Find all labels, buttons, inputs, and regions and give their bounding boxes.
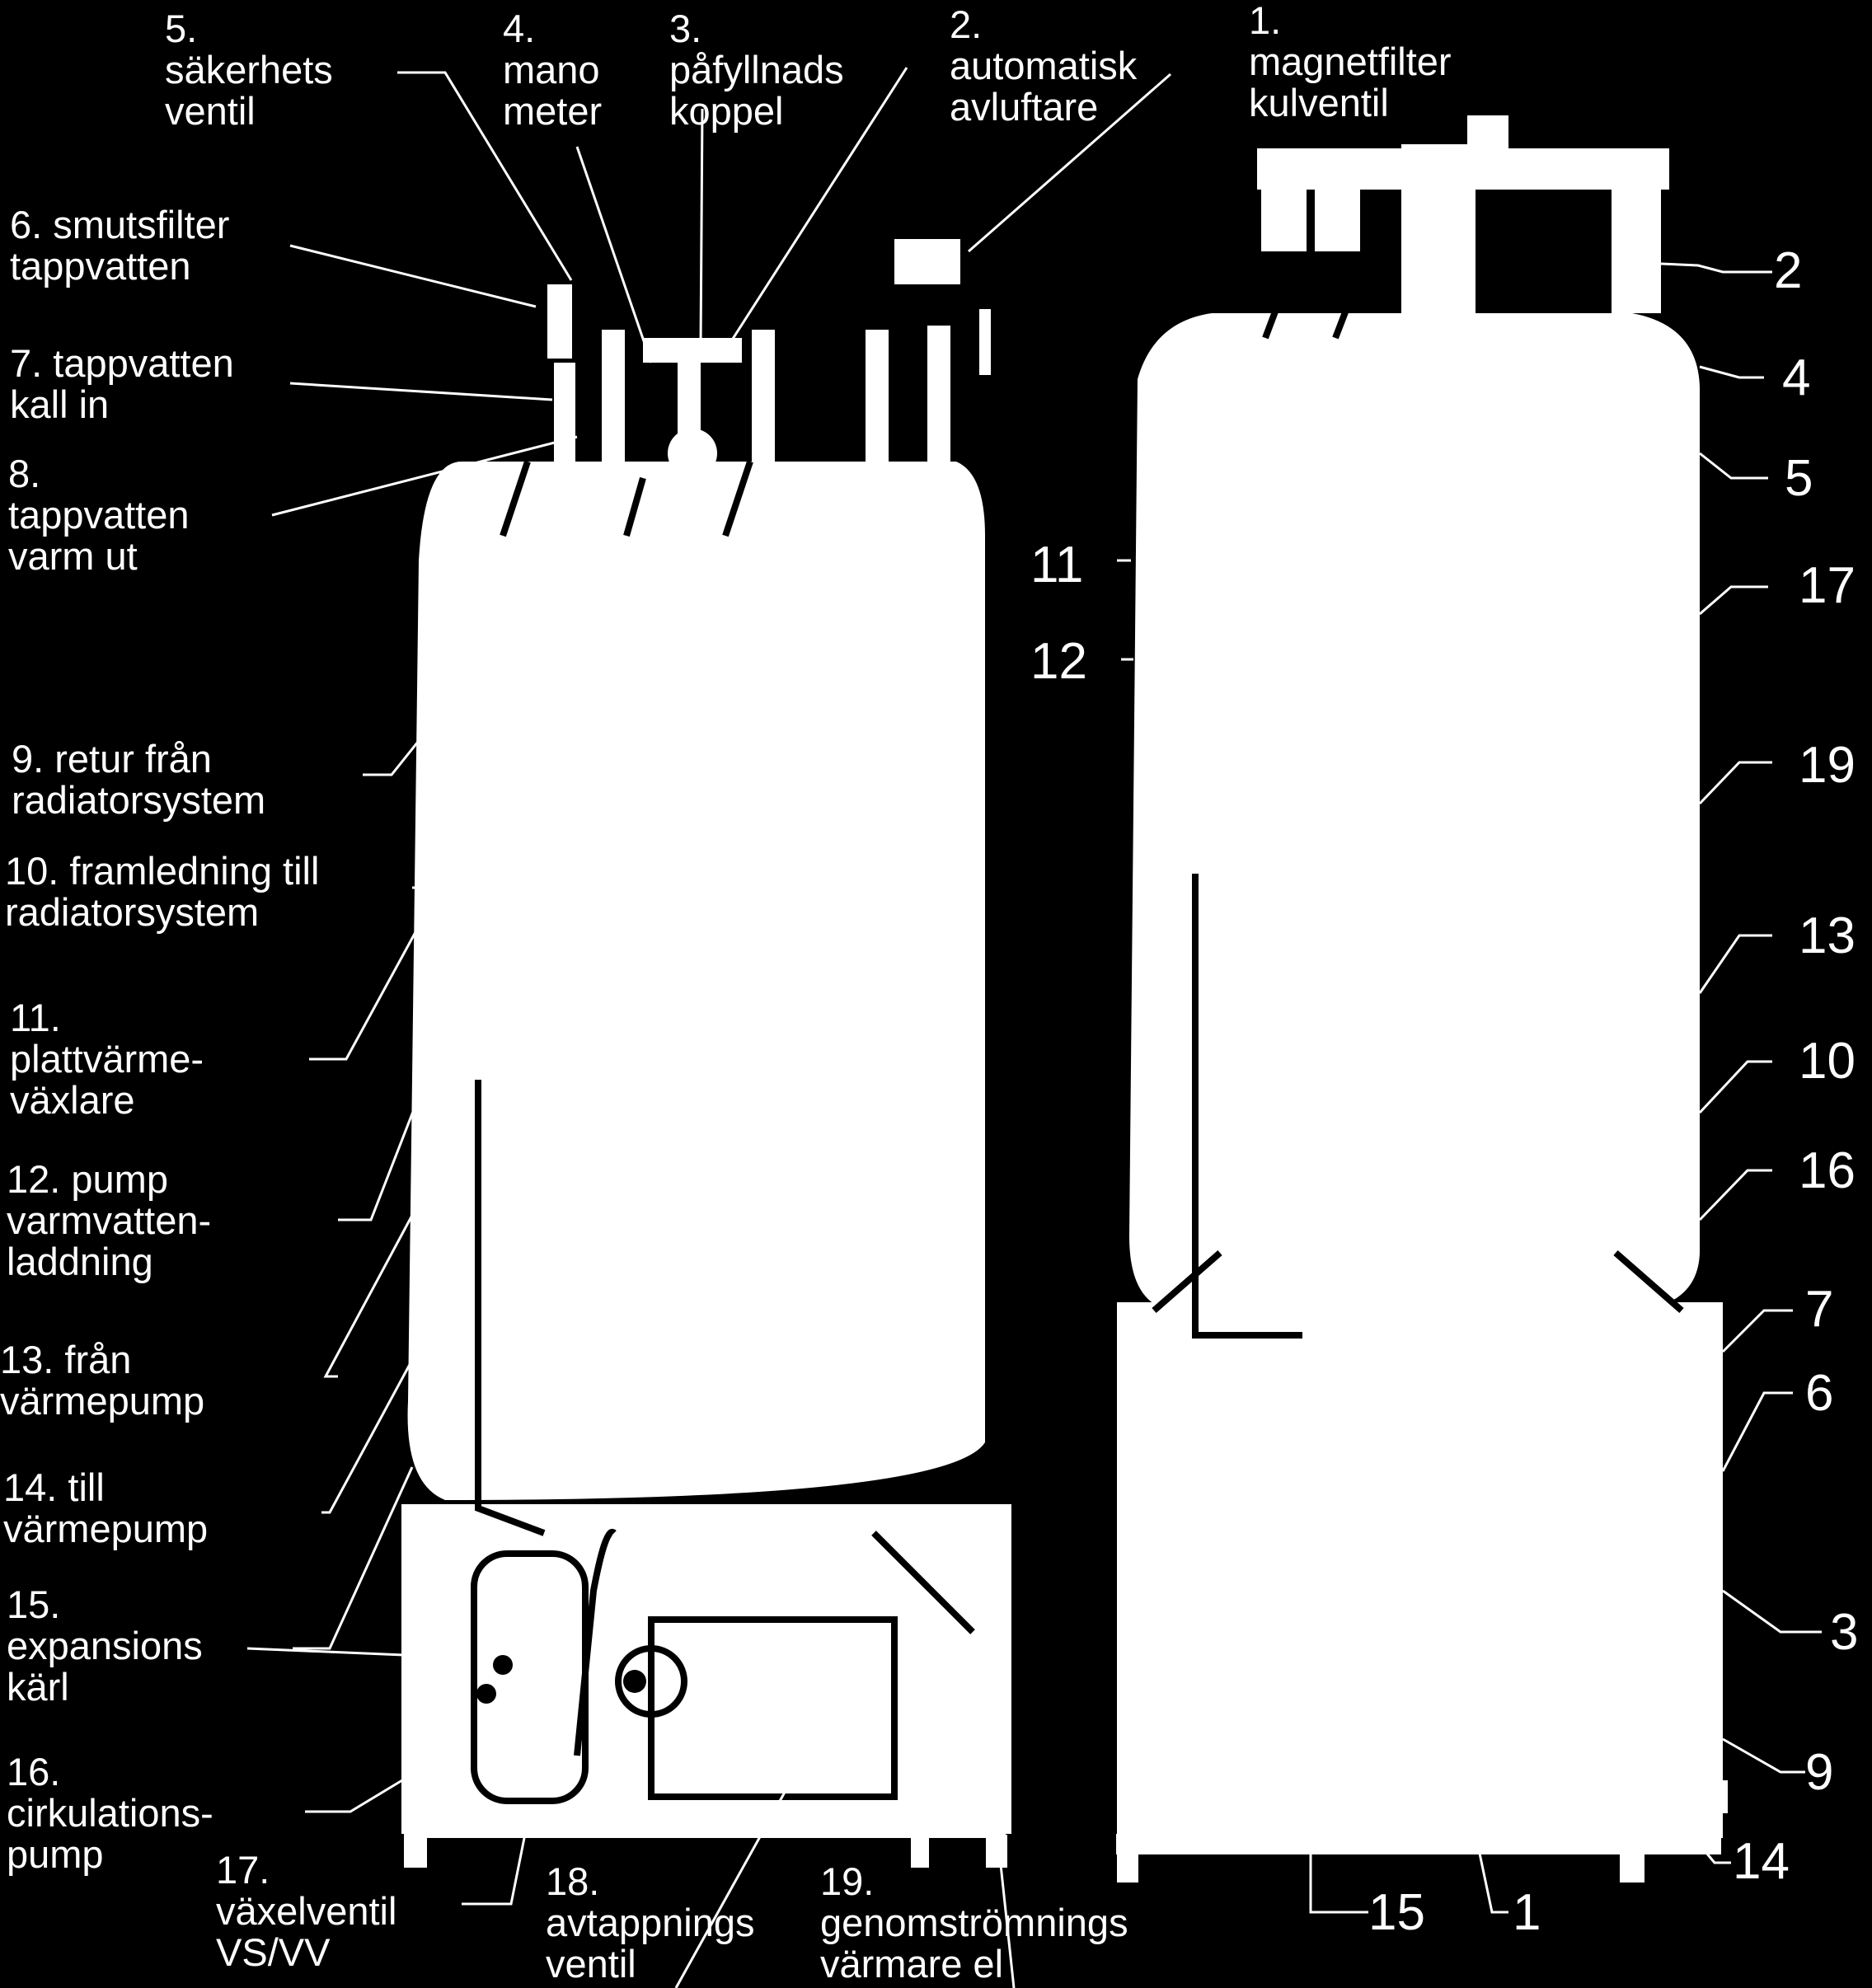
callout-1: 1 — [1513, 1884, 1541, 1941]
label-13: 13. från värmepump — [0, 1338, 205, 1423]
label-2: 2. automatisk avluftare — [950, 2, 1138, 129]
left-unit-details — [471, 460, 975, 1804]
left-unit-pump-marks — [476, 1655, 646, 1704]
callout-9: 9 — [1805, 1744, 1834, 1801]
right-unit-details — [1152, 270, 1684, 1339]
callout-15: 15 — [1368, 1884, 1425, 1941]
label-3: 3. påfyllnads koppel — [669, 7, 844, 133]
callout-5: 5 — [1785, 450, 1813, 507]
label-1: 1. magnetfilter kulventil — [1249, 0, 1452, 124]
callout-3: 3 — [1830, 1604, 1859, 1661]
callout-7: 7 — [1805, 1281, 1834, 1338]
label-7: 7. tappvatten kall in — [10, 341, 234, 426]
callout-13: 13 — [1799, 907, 1856, 964]
leader-lines — [246, 67, 1171, 1988]
right-unit — [1116, 115, 1728, 1883]
callout-4: 4 — [1782, 349, 1811, 406]
callout-2: 2 — [1774, 242, 1803, 299]
label-10: 10. framledning till radiatorsystem — [5, 849, 320, 934]
label-17: 17. växelventil VS/VV — [216, 1848, 397, 1974]
label-15: 15. expansions kärl — [7, 1582, 203, 1709]
callout-10: 10 — [1799, 1033, 1856, 1090]
callout-14: 14 — [1733, 1833, 1790, 1890]
label-11: 11. plattvärme- växlare — [10, 996, 204, 1122]
callout-16: 16 — [1799, 1142, 1856, 1199]
callout-19: 19 — [1799, 737, 1856, 794]
label-12: 12. pump varmvatten- laddning — [7, 1157, 212, 1283]
label-16: 16. cirkulations- pump — [7, 1750, 213, 1876]
callout-17: 17 — [1799, 557, 1856, 614]
label-4: 4. mano meter — [503, 7, 603, 133]
label-5: 5. säkerhets ventil — [165, 7, 333, 133]
callout-11: 11 — [1030, 537, 1084, 593]
left-unit — [401, 239, 1011, 1868]
label-18: 18. avtappnings ventil — [546, 1859, 755, 1986]
callout-12: 12 — [1030, 633, 1087, 690]
label-9: 9. retur från radiatorsystem — [12, 737, 266, 822]
label-14: 14. till värmepump — [3, 1465, 209, 1550]
label-8: 8. tappvatten varm ut — [8, 452, 190, 578]
label-19: 19. genomströmnings värmare el — [820, 1859, 1128, 1986]
label-6: 6. smutsfilter tappvatten — [10, 203, 230, 288]
callout-6: 6 — [1805, 1365, 1834, 1422]
